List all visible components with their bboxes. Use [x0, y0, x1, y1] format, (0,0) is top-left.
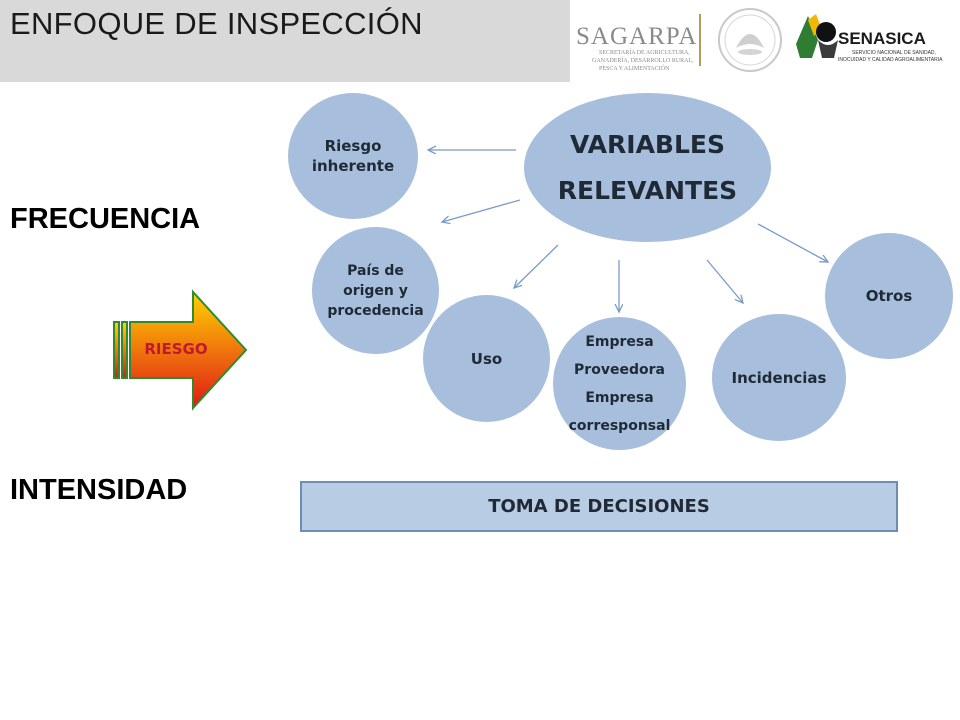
connector-otros — [757, 223, 828, 262]
senasica-logo: SENASICA SERVICIO NACIONAL DE SANIDAD, I… — [796, 14, 943, 63]
page-title: ENFOQUE DE INSPECCIÓN — [10, 6, 423, 41]
sagarpa-wordmark: SAGARPA — [576, 23, 697, 50]
title-bar: ENFOQUE DE INSPECCIÓN — [0, 0, 570, 82]
connector-incidencias — [706, 259, 743, 303]
bubble-uso-label: Uso — [470, 349, 503, 368]
sagarpa-sub-3: PESCA Y ALIMENTACIÓN — [599, 64, 670, 72]
senasica-wordmark: SENASICA — [838, 29, 926, 48]
bubble-incidencias: Incidencias — [712, 314, 846, 441]
bubble-variables-relevantes: VARIABLES RELEVANTES — [524, 93, 771, 242]
connector-uso — [514, 244, 559, 288]
mexico-seal-icon — [718, 8, 782, 72]
sagarpa-logo: SAGARPA SECRETARÍA DE AGRICULTURA, GANAD… — [576, 23, 697, 72]
bubble-otros-label: Otros — [865, 287, 913, 305]
senasica-sub-1: SERVICIO NACIONAL DE SANIDAD, — [852, 50, 936, 56]
bubble-riesgo-label: Riesgo inherente — [311, 137, 395, 175]
label-intensidad: INTENSIDAD — [10, 474, 188, 506]
logos: SAGARPA SECRETARÍA DE AGRICULTURA, GANAD… — [576, 8, 943, 72]
bubble-uso: Uso — [423, 295, 550, 422]
bubble-pais-label: País de origen y procedencia — [327, 262, 424, 319]
bubble-otros: Otros — [825, 233, 953, 359]
bubble-riesgo-inherente: Riesgo inherente — [288, 93, 418, 219]
label-frecuencia: FRECUENCIA — [10, 203, 201, 235]
connector-pais — [442, 199, 521, 222]
decision-label: TOMA DE DECISIONES — [488, 496, 710, 517]
bubble-variables-label: VARIABLES RELEVANTES — [557, 129, 738, 205]
riesgo-arrow — [113, 289, 248, 411]
bubble-incidencias-label: Incidencias — [731, 368, 827, 387]
senasica-sub-2: INOCUIDAD Y CALIDAD AGROALIMENTARIA — [838, 57, 943, 63]
sagarpa-sub-1: SECRETARÍA DE AGRICULTURA, — [599, 48, 690, 56]
sagarpa-sub-2: GANADERÍA, DESARROLLO RURAL, — [592, 56, 694, 64]
bubble-pais-origen: País de origen y procedencia — [312, 227, 439, 354]
bubble-empresa: Empresa Proveedora Empresa corresponsal — [553, 317, 686, 450]
riesgo-label: RIESGO — [144, 340, 208, 358]
decision-box: TOMA DE DECISIONES — [300, 481, 898, 532]
bubble-empresa-label: Empresa Proveedora Empresa corresponsal — [568, 333, 671, 434]
